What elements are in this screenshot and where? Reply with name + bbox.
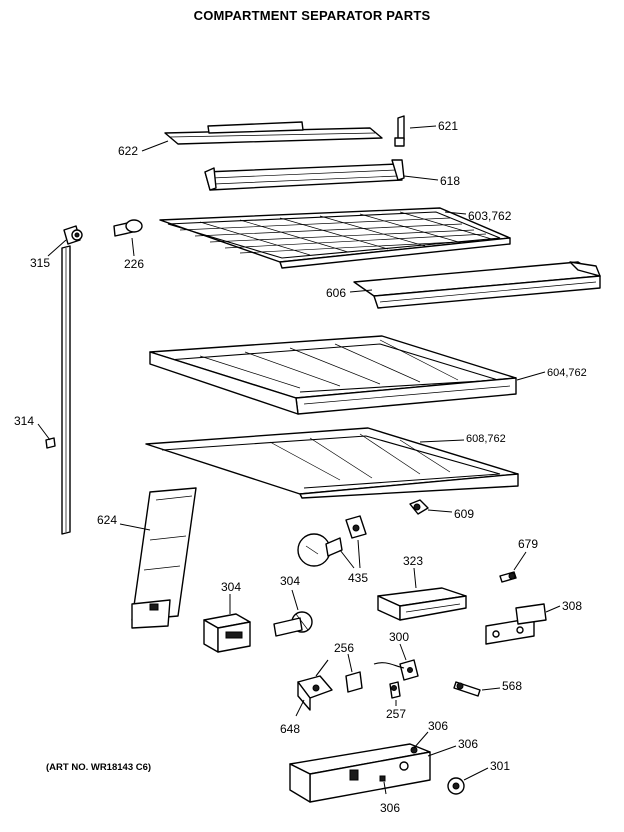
callout-306c: 306: [380, 801, 400, 815]
part-618-rail: [204, 159, 405, 191]
callout-306a: 306: [428, 719, 448, 733]
callout-301: 301: [490, 759, 510, 773]
callout-304b: 304: [280, 574, 300, 588]
callout-306b: 306: [458, 737, 478, 751]
part-256-switch: [345, 671, 363, 693]
callout-315: 315: [30, 256, 50, 270]
callout-606: 606: [326, 286, 346, 300]
part-306-bracket: [289, 743, 431, 803]
art-number: (ART NO. WR18143 C6): [46, 762, 151, 773]
callout-323: 323: [403, 554, 423, 568]
part-257-screw: [389, 681, 401, 699]
callout-314: 314: [14, 414, 34, 428]
leader-604: [516, 371, 546, 381]
callout-679: 679: [518, 537, 538, 551]
part-304-box: [203, 613, 251, 653]
callout-256: 256: [334, 641, 354, 655]
part-308-bracket: [485, 603, 547, 645]
leader-323: [413, 567, 417, 589]
part-621-clip: [394, 115, 405, 147]
part-604-tray: [149, 335, 517, 415]
leader-435b: [357, 539, 361, 569]
part-226-pin: [113, 219, 143, 237]
part-609-clip: [409, 499, 429, 515]
callout-257: 257: [386, 707, 406, 721]
leader-608: [419, 439, 465, 443]
leader-306c: [383, 781, 387, 795]
callout-304a: 304: [221, 580, 241, 594]
leader-624: [119, 523, 151, 531]
part-622-cover: [164, 121, 383, 145]
callout-618: 618: [440, 174, 460, 188]
leader-304b: [291, 589, 299, 611]
callout-300: 300: [389, 630, 409, 644]
leader-622: [141, 140, 169, 152]
part-606-cover: [353, 261, 601, 309]
leader-226: [131, 237, 135, 257]
leader-256: [347, 653, 353, 673]
part-603-shelf: [159, 207, 511, 269]
callout-621: 621: [438, 119, 458, 133]
callout-308: 308: [562, 599, 582, 613]
leader-568: [481, 687, 501, 691]
part-435-bulb: [297, 533, 343, 567]
callout-604: 604,762: [547, 367, 587, 379]
leader-314: [37, 423, 51, 441]
part-301-knob: [447, 777, 465, 795]
part-323-housing: [377, 587, 467, 621]
leader-648: [295, 699, 305, 717]
leader-300: [399, 643, 407, 661]
leader-301: [463, 767, 489, 781]
diagram-title: COMPARTMENT SEPARATOR PARTS: [194, 8, 431, 23]
callout-608: 608,762: [466, 433, 506, 445]
part-304-knob: [273, 611, 313, 637]
leader-606: [349, 289, 373, 293]
part-624-panel: [131, 487, 197, 629]
callout-624: 624: [97, 513, 117, 527]
part-300-thermostat: [373, 659, 419, 681]
leader-679: [513, 551, 527, 571]
part-315-bracket: [63, 225, 83, 245]
leader-306a: [413, 731, 429, 749]
leader-308: [545, 605, 561, 613]
callout-648: 648: [280, 722, 300, 736]
part-314-rod: [45, 245, 71, 535]
part-648-timer: [297, 659, 333, 711]
callout-603: 603,762: [468, 209, 512, 223]
part-679-screw: [499, 571, 517, 583]
callout-609: 609: [454, 507, 474, 521]
leader-603: [444, 211, 467, 215]
leader-618: [403, 175, 439, 181]
leader-621: [409, 125, 437, 129]
callout-435: 435: [348, 571, 368, 585]
part-608-tray: [145, 427, 519, 499]
leader-315: [47, 239, 67, 257]
callout-622: 622: [118, 144, 138, 158]
callout-226: 226: [124, 257, 144, 271]
part-568-screw: [453, 681, 481, 697]
callout-568: 568: [502, 679, 522, 693]
part-435-socket: [345, 515, 367, 539]
leader-306b: [427, 745, 457, 757]
leader-609: [427, 509, 453, 513]
leader-435a: [339, 549, 355, 569]
